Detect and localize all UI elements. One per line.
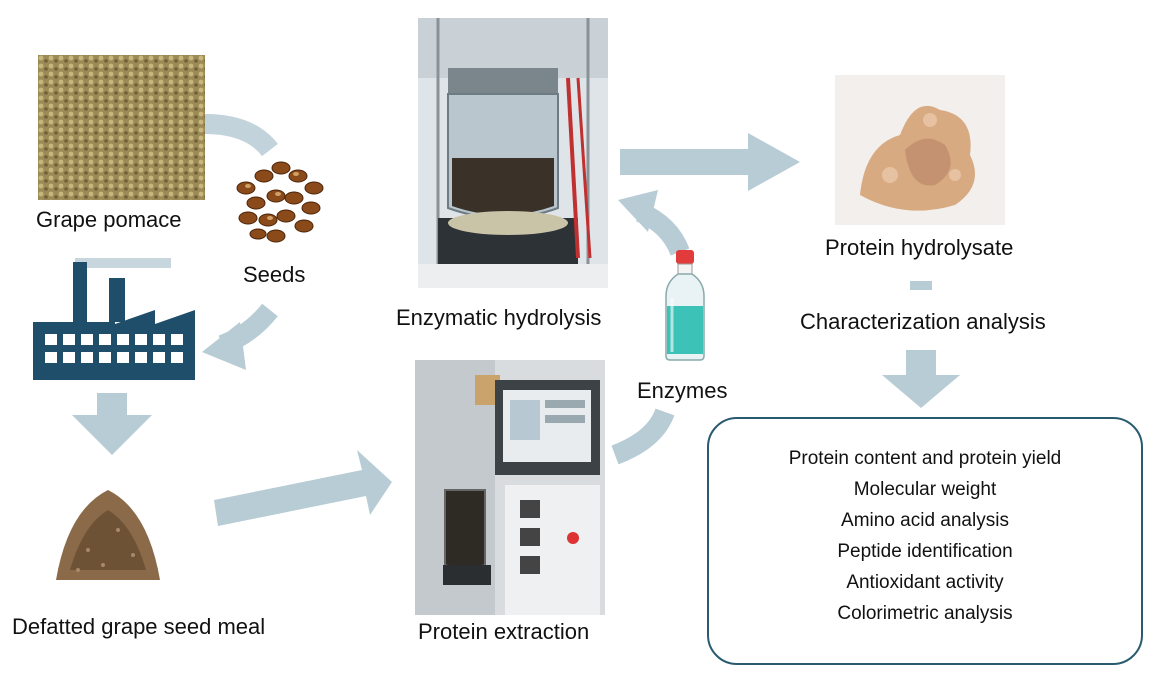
connector-dash — [910, 281, 932, 290]
analysis-item: Peptide identification — [837, 541, 1013, 562]
analysis-item: Molecular weight — [853, 479, 997, 500]
label-protein-hydrolysate: Protein hydrolysate — [825, 235, 1014, 260]
arrow-hydrolysis-to-hydrolysate-shaft — [620, 149, 750, 175]
seeds-photo — [236, 161, 324, 243]
arrow-extraction-to-enzymes — [611, 408, 675, 465]
enzymatic-hydrolysis-photo — [418, 18, 608, 288]
label-enzymes: Enzymes — [637, 378, 728, 403]
label-grape-pomace: Grape pomace — [36, 207, 182, 232]
arrow-characterization-to-box-shaft — [906, 350, 936, 375]
analysis-results-box: Protein content and protein yield Molecu… — [707, 417, 1143, 665]
arrow-factory-to-meal-shaft — [97, 393, 127, 415]
arrow-characterization-to-box-head — [882, 375, 960, 408]
label-characterization-analysis: Characterization analysis — [800, 309, 1046, 334]
analysis-item: Colorimetric analysis — [837, 603, 1013, 624]
protein-extraction-photo — [415, 360, 605, 615]
enzyme-bottle-icon — [665, 250, 705, 361]
protein-hydrolysate-photo — [835, 75, 1005, 225]
defatted-meal-photo — [56, 490, 160, 580]
grape-pomace-photo — [38, 55, 205, 200]
factory-icon — [33, 258, 195, 380]
arrow-meal-to-extraction — [214, 450, 392, 526]
label-protein-extraction: Protein extraction — [418, 619, 590, 644]
label-seeds: Seeds — [243, 262, 306, 287]
arrow-seeds-to-factory-head — [202, 322, 246, 370]
analysis-item: Protein content and protein yield — [788, 448, 1062, 469]
arrow-pomace-to-seeds — [204, 114, 278, 157]
analysis-list: Protein content and protein yield Molecu… — [709, 443, 1141, 629]
arrow-factory-to-meal-head — [72, 415, 152, 455]
label-defatted-meal: Defatted grape seed meal — [12, 614, 266, 639]
label-enzymatic-hydrolysis: Enzymatic hydrolysis — [396, 305, 602, 330]
arrow-enzymes-to-hydrolysis-head — [618, 190, 658, 232]
analysis-item: Antioxidant activity — [846, 572, 1004, 593]
analysis-item: Amino acid analysis — [841, 510, 1009, 531]
arrow-hydrolysis-to-hydrolysate-head — [748, 133, 800, 191]
